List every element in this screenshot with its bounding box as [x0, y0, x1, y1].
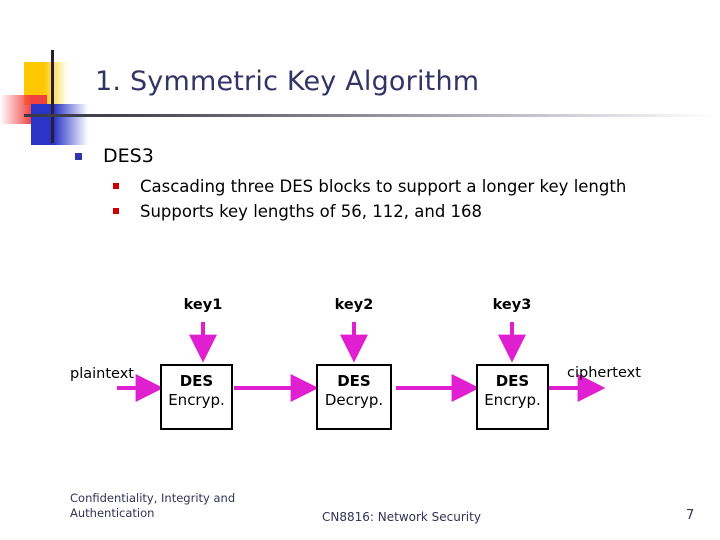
- square-bullet-icon: [113, 183, 119, 189]
- ciphertext-label: ciphertext: [567, 365, 641, 381]
- footer-page-number: 7: [686, 508, 695, 523]
- logo-vertical-rule: [51, 50, 54, 143]
- des-block-1-line1: DES: [179, 372, 214, 390]
- logo-blue-block: [31, 104, 88, 145]
- footer-left-line2: Authentication: [70, 506, 155, 520]
- des-block-1: DES Encryp.: [160, 364, 233, 430]
- square-bullet-icon: [113, 208, 119, 214]
- des-block-3: DES Encryp.: [476, 364, 549, 430]
- key-label-1: key1: [183, 297, 223, 313]
- bullet-level1-label: DES3: [103, 145, 154, 167]
- des-block-2-line1: DES: [337, 372, 371, 390]
- bullet-level2-item: Supports key lengths of 56, 112, and 168: [72, 199, 692, 224]
- footer-left: Confidentiality, Integrity and Authentic…: [70, 491, 280, 521]
- key-label-3: key3: [492, 297, 532, 313]
- header-horizontal-rule: [24, 114, 714, 117]
- footer-left-line1: Confidentiality, Integrity and: [70, 491, 236, 505]
- des-block-3-line2: Encryp.: [484, 391, 541, 409]
- plaintext-label: plaintext: [70, 366, 134, 382]
- des-block-2: DES Decryp.: [316, 364, 392, 430]
- decorative-logo: [0, 40, 150, 145]
- bullet-level2-item: Cascading three DES blocks to support a …: [72, 174, 692, 199]
- des-block-1-line2: Encryp.: [168, 391, 225, 409]
- bullet-level1-des3: DES3: [72, 144, 692, 168]
- page-title: 1. Symmetric Key Algorithm: [95, 66, 480, 97]
- bullet-level2-label: Cascading three DES blocks to support a …: [140, 177, 627, 196]
- key-label-2: key2: [334, 297, 374, 313]
- des-block-3-line1: DES: [495, 372, 530, 390]
- des-block-2-line2: Decryp.: [324, 391, 384, 409]
- bullet-list: DES3 Cascading three DES blocks to suppo…: [72, 144, 692, 224]
- bullet-level2-label: Supports key lengths of 56, 112, and 168: [140, 202, 483, 221]
- footer-course-label: CN8816: Network Security: [322, 510, 481, 524]
- square-bullet-icon: [75, 153, 82, 160]
